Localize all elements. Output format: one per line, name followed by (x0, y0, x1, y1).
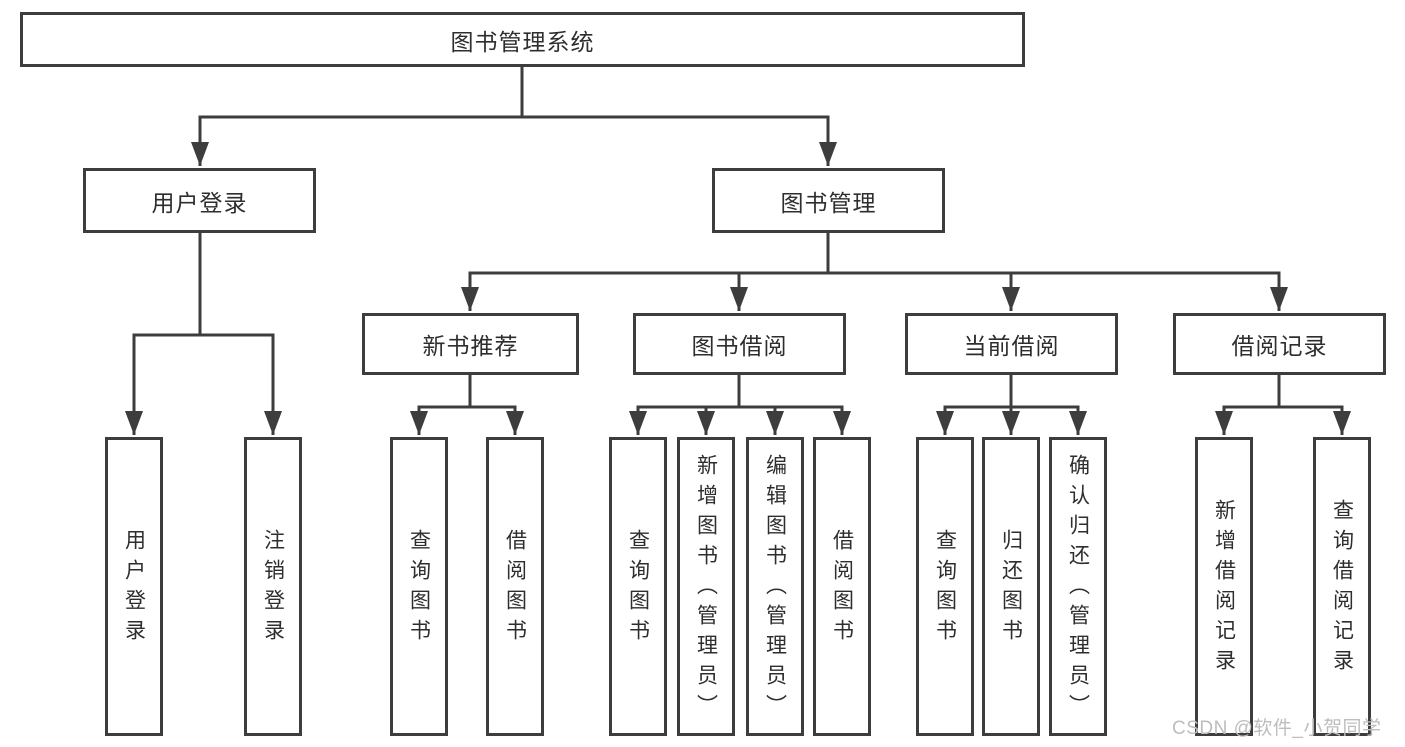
leaf-logout: 注销登录 (244, 437, 302, 736)
node-book-management: 图书管理 (712, 168, 945, 233)
node-current-borrowing: 当前借阅 (905, 313, 1118, 375)
leaf-borrow-books: 借阅图书 (813, 437, 871, 736)
leaf-query-books-borrowing: 查询图书 (609, 437, 667, 736)
leaf-query-books-current: 查询图书 (916, 437, 974, 736)
node-user-login: 用户登录 (83, 168, 316, 233)
leaf-add-books-admin: 新增图书（管理员） (677, 437, 735, 736)
leaf-query-borrow-record: 查询借阅记录 (1313, 437, 1371, 736)
leaf-user-login: 用户登录 (105, 437, 163, 736)
leaf-query-books-recommend: 查询图书 (390, 437, 448, 736)
leaf-return-books: 归还图书 (982, 437, 1040, 736)
node-root-system: 图书管理系统 (20, 12, 1025, 67)
node-book-borrowing: 图书借阅 (633, 313, 846, 375)
leaf-edit-books-admin: 编辑图书（管理员） (746, 437, 804, 736)
node-borrow-records: 借阅记录 (1173, 313, 1386, 375)
node-new-book-recommend: 新书推荐 (362, 313, 579, 375)
leaf-borrow-books-recommend: 借阅图书 (486, 437, 544, 736)
leaf-add-borrow-record: 新增借阅记录 (1195, 437, 1253, 736)
leaf-confirm-return-admin: 确认归还（管理员） (1049, 437, 1107, 736)
csdn-watermark: CSDN @软件_小贺同学 (1172, 718, 1382, 739)
